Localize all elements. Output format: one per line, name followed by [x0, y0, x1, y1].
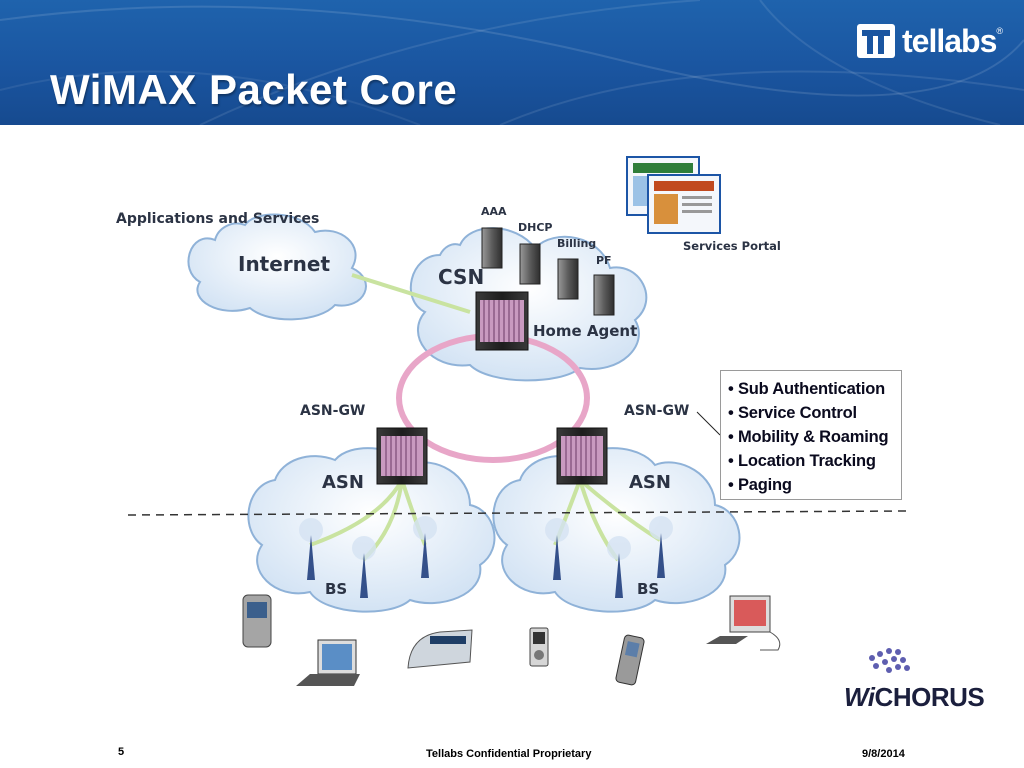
tower-icon — [545, 518, 569, 580]
note-item: • Mobility & Roaming — [728, 428, 889, 446]
tower-icon — [299, 518, 323, 580]
pf-server-icon — [593, 274, 615, 316]
dhcp-label: DHCP — [518, 221, 553, 234]
csn-label: CSN — [438, 265, 485, 289]
desktop-computer-icon — [706, 595, 781, 651]
applications-and-services-label: Applications and Services — [116, 211, 320, 227]
tower-icon — [649, 516, 673, 578]
phone-icon — [242, 594, 272, 648]
laptop-icon — [296, 639, 360, 686]
bs-right-label: BS — [637, 580, 660, 598]
slide-title: WiMAX Packet Core — [50, 66, 458, 113]
asn-gw-right-router-icon — [556, 427, 608, 485]
media-player-icon — [529, 627, 549, 667]
tower-icon — [413, 516, 437, 578]
services-portal-screens-icon — [626, 156, 721, 234]
page-number: 5 — [118, 746, 125, 758]
services-portal-label: Services Portal — [683, 239, 781, 253]
note-item: • Location Tracking — [728, 452, 876, 470]
wichorus-dots-icon — [869, 648, 910, 673]
aaa-server-icon — [481, 227, 503, 269]
tower-icon — [607, 536, 631, 598]
internet-label: Internet — [238, 252, 331, 276]
tellabs-wordmark: tellabs — [902, 22, 997, 59]
billing-label: Billing — [557, 237, 597, 250]
dhcp-server-icon — [519, 243, 541, 285]
tellabs-mark-icon — [857, 24, 895, 58]
tower-icon — [352, 536, 376, 598]
footer-date: 9/8/2014 — [862, 748, 905, 760]
callout-line — [696, 411, 721, 436]
home-agent-router-icon — [475, 291, 529, 351]
note-item: • Sub Authentication — [728, 380, 885, 398]
home-agent-label: Home Agent — [533, 322, 638, 340]
pf-label: PF — [596, 254, 612, 267]
registered-mark: ® — [996, 26, 1004, 36]
base-station-towers — [299, 516, 673, 598]
tellabs-logo: tellabs ® — [856, 20, 1003, 62]
internet-cloud — [187, 213, 367, 321]
asn-right-label: ASN — [629, 472, 671, 493]
asn-gw-right-label: ASN-GW — [624, 403, 690, 419]
wichorus-chorus: CHORUS — [874, 682, 985, 712]
flip-phone-icon — [615, 634, 645, 686]
aaa-label: AAA — [481, 205, 507, 218]
slide-header: WiMAX Packet Core tellabs ® — [0, 0, 1024, 125]
asn-left-label: ASN — [322, 472, 364, 493]
dashed-boundary-line — [127, 510, 911, 516]
footer-confidential: Tellabs Confidential Proprietary — [426, 748, 592, 760]
asn-left-cloud — [247, 447, 496, 613]
header-swirl-graphic — [0, 0, 1024, 125]
wichorus-wi: Wi — [844, 682, 875, 712]
asn-gw-functions-callout: • Sub Authentication • Service Control •… — [720, 370, 902, 500]
network-diagram — [127, 156, 911, 686]
note-item: • Service Control — [728, 404, 857, 422]
billing-server-icon — [557, 258, 579, 300]
asn-gw-left-label: ASN-GW — [300, 403, 366, 419]
wichorus-logo: WiCHORUS — [844, 682, 985, 713]
train-icon — [407, 629, 473, 669]
asn-gw-left-router-icon — [376, 427, 428, 485]
bs-left-label: BS — [325, 580, 348, 598]
note-item: • Paging — [728, 476, 792, 494]
